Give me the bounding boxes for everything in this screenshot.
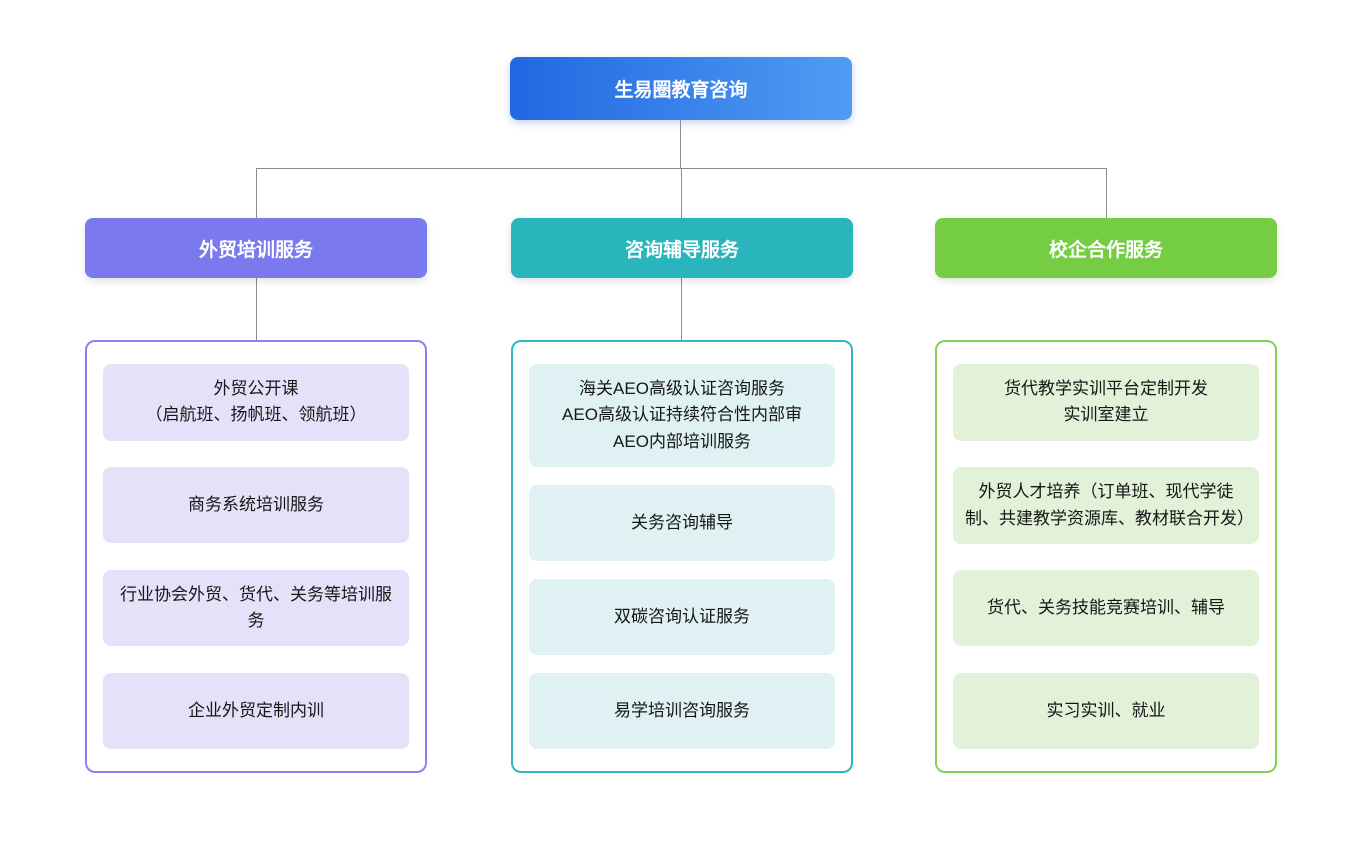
service-item: 外贸人才培养（订单班、现代学徒制、共建教学资源库、教材联合开发） xyxy=(953,467,1259,544)
service-item: 货代、关务技能竞赛培训、辅导 xyxy=(953,570,1259,647)
service-item: 外贸公开课 （启航班、扬帆班、领航班） xyxy=(103,364,409,441)
connector-root-stem xyxy=(680,120,681,168)
branch-container-school-enterprise-cooperation: 货代教学实训平台定制开发 实训室建立 外贸人才培养（订单班、现代学徒制、共建教学… xyxy=(935,340,1277,773)
branch-header-school-enterprise-cooperation: 校企合作服务 xyxy=(935,218,1277,278)
connector-drop-branch-1 xyxy=(256,168,257,218)
connector-drop-branch-2 xyxy=(681,168,682,218)
branch-header-consulting-coaching: 咨询辅导服务 xyxy=(511,218,853,278)
service-item: 实习实训、就业 xyxy=(953,672,1259,749)
branch-container-consulting-coaching: 海关AEO高级认证咨询服务 AEO高级认证持续符合性内部审 AEO内部培训服务 … xyxy=(511,340,853,773)
connector-header-container-2 xyxy=(681,278,682,340)
service-item: 双碳咨询认证服务 xyxy=(529,579,835,655)
service-item: 行业协会外贸、货代、关务等培训服务 xyxy=(103,569,409,647)
root-node: 生易圈教育咨询 xyxy=(510,57,852,120)
service-item: 商务系统培训服务 xyxy=(103,467,409,544)
service-item: 海关AEO高级认证咨询服务 AEO高级认证持续符合性内部审 AEO内部培训服务 xyxy=(529,364,835,468)
service-item: 企业外贸定制内训 xyxy=(103,672,409,749)
service-item: 关务咨询辅导 xyxy=(529,485,835,562)
connector-header-container-1 xyxy=(256,278,257,340)
service-item: 易学培训咨询服务 xyxy=(529,672,835,749)
service-item: 货代教学实训平台定制开发 实训室建立 xyxy=(953,364,1259,441)
branch-header-foreign-trade-training: 外贸培训服务 xyxy=(85,218,427,278)
connector-drop-branch-3 xyxy=(1106,168,1107,218)
branch-container-foreign-trade-training: 外贸公开课 （启航班、扬帆班、领航班） 商务系统培训服务 行业协会外贸、货代、关… xyxy=(85,340,427,773)
